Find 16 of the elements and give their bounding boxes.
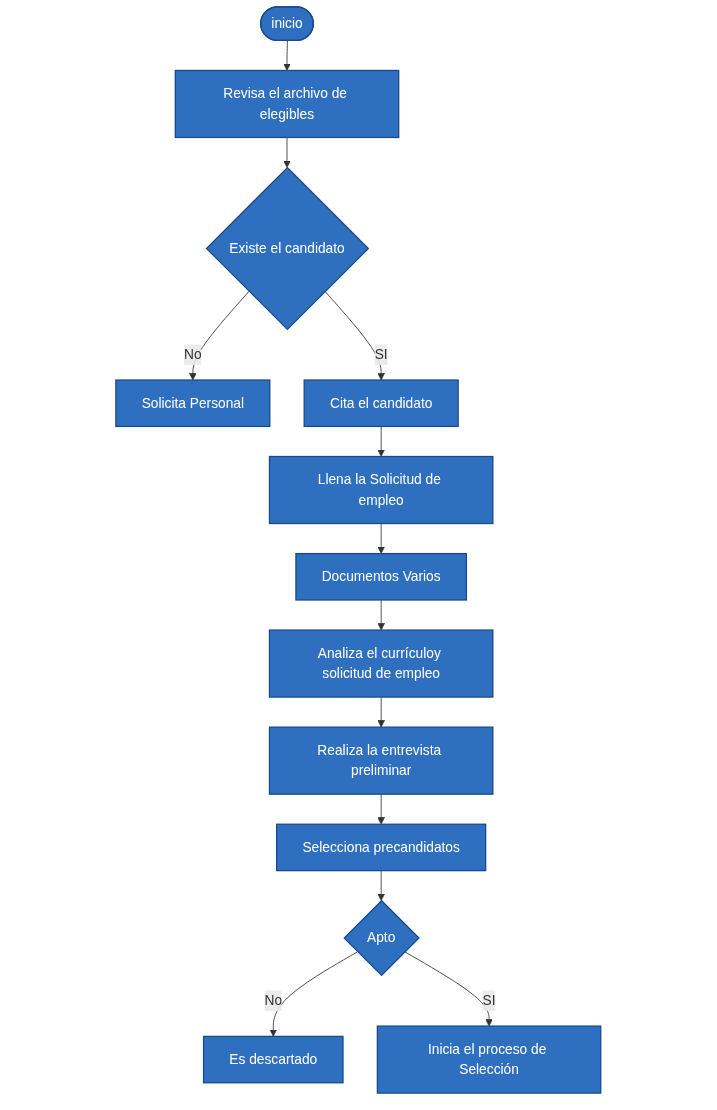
- edge-label: SI: [482, 993, 496, 1008]
- node-box: Es descartado: [203, 1035, 344, 1084]
- node-box: Realiza la entrevista preliminar: [269, 726, 494, 795]
- edge-label: SI: [374, 346, 388, 362]
- node-box: Cita el candidato: [303, 379, 459, 428]
- node-diamond: Apto: [343, 899, 421, 977]
- node-box: Solicita Personal: [115, 379, 271, 428]
- edge-label: No: [184, 346, 202, 362]
- node-diamond: Existe el candidato: [205, 166, 370, 331]
- node-box: Llena la Solicitud de empleo: [269, 455, 494, 525]
- node-box: Analiza el currículoy solicitud de empleo: [269, 629, 494, 698]
- node-box: Documentos Varios: [295, 552, 468, 601]
- node-box: Inicia el proceso de Selección: [376, 1025, 602, 1094]
- node-box: Revisa el archivo de elegibles: [174, 69, 400, 139]
- node-box: Selecciona precandidatos: [276, 823, 487, 872]
- edge-label: No: [264, 993, 283, 1008]
